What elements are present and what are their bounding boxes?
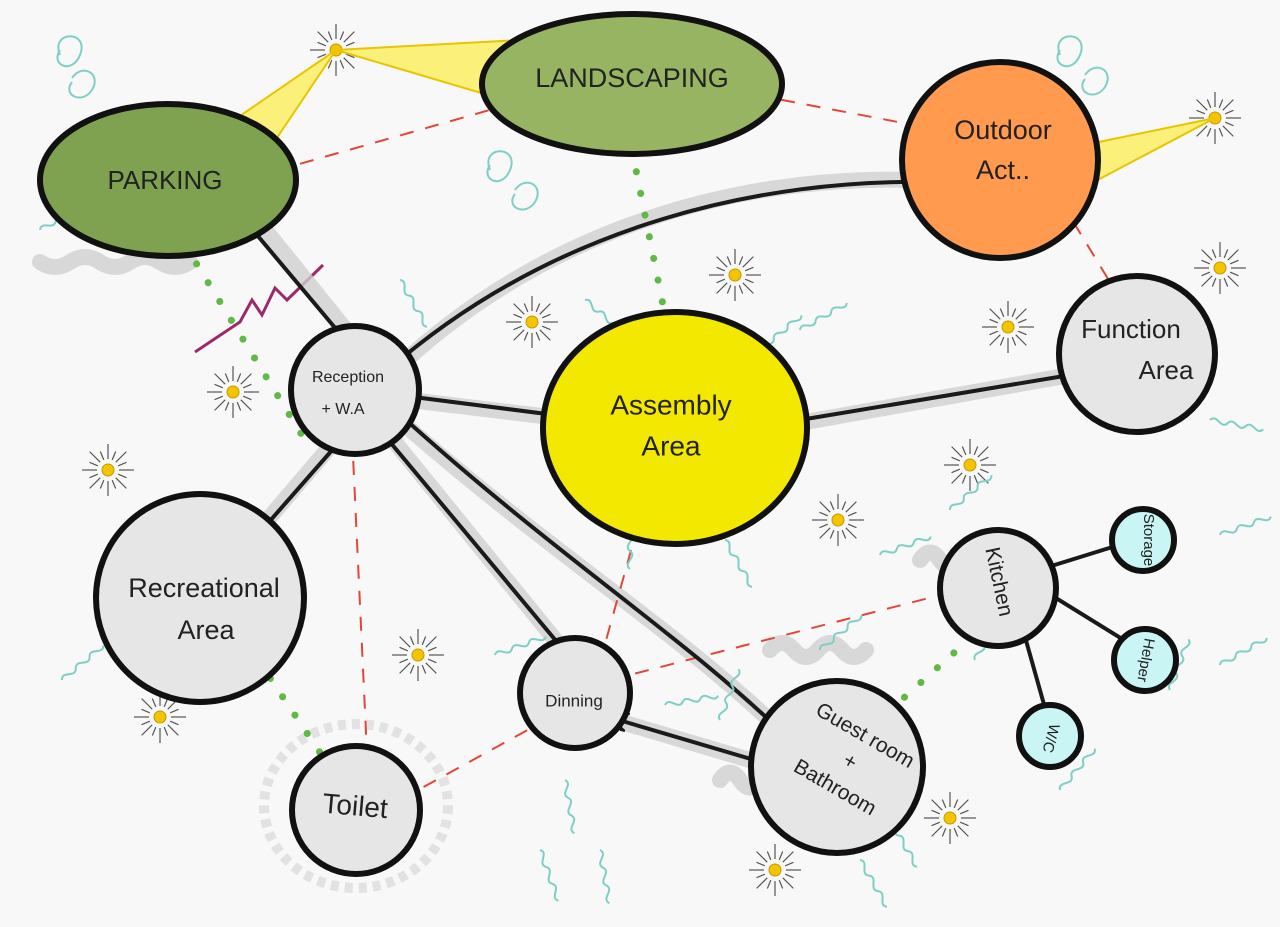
sun-icon xyxy=(812,494,864,546)
recreational-bubble xyxy=(93,491,307,705)
air-flow-squiggle xyxy=(564,779,576,835)
outdoor-label-line1: Outdoor xyxy=(954,115,1052,145)
function-label-line2: Area xyxy=(1139,355,1194,385)
node-helper[interactable]: Helper xyxy=(1111,626,1179,694)
node-dinning[interactable]: Dinning xyxy=(517,635,633,751)
sun-icon xyxy=(82,444,134,496)
outdoor-bubble xyxy=(899,59,1101,261)
parking-bubble xyxy=(37,101,299,259)
node-outdoor-activity[interactable]: Outdoor Act.. xyxy=(899,59,1101,261)
air-flow-squiggle xyxy=(879,536,932,556)
node-recreational-area[interactable]: Recreational Area xyxy=(93,491,307,705)
node-toilet[interactable]: Toilet xyxy=(289,743,423,877)
node-assembly-area[interactable]: Assembly Area xyxy=(540,309,810,547)
node-function-area[interactable]: Function Area xyxy=(1056,273,1218,435)
air-flow-squiggle xyxy=(1167,638,1191,691)
sun-icon xyxy=(982,301,1034,353)
sun-icon xyxy=(749,844,801,896)
sun-icon xyxy=(709,249,761,301)
air-flow-squiggle xyxy=(1219,637,1268,666)
assembly-bubble xyxy=(540,309,810,547)
function-bubble xyxy=(1056,273,1218,435)
landscaping-label: LANDSCAPING xyxy=(535,63,729,93)
guest-bubble xyxy=(748,678,926,856)
sun-icon xyxy=(134,691,186,743)
reception-bubble xyxy=(288,323,422,457)
air-flow-squiggle xyxy=(539,849,559,902)
air-flow-squiggle xyxy=(599,849,611,905)
air-flow-squiggle xyxy=(494,636,547,656)
air-flow-squiggle xyxy=(948,475,993,511)
node-landscaping[interactable]: LANDSCAPING xyxy=(479,11,785,157)
toilet-label: Toilet xyxy=(321,788,389,825)
dinning-label: Dinning xyxy=(545,691,603,710)
air-flow-squiggle xyxy=(818,615,863,651)
sun-icon xyxy=(207,366,259,418)
landscaping-bubble xyxy=(479,11,785,157)
reception-label-line2: + W.A xyxy=(321,401,364,418)
sun-icon xyxy=(924,792,976,844)
reception-label-line1: Reception xyxy=(312,369,384,386)
air-flow-squiggle xyxy=(1219,516,1272,536)
function-label-line1: Function xyxy=(1081,314,1181,344)
node-storage[interactable]: Storage xyxy=(1109,506,1177,574)
helper-bubble xyxy=(1111,626,1179,694)
node-guest-room[interactable]: Guest room + Bathroom xyxy=(748,678,926,856)
assembly-label-line1: Assembly xyxy=(610,389,731,420)
air-flow-squiggle xyxy=(1058,748,1096,791)
assembly-label-line2: Area xyxy=(641,430,701,461)
air-flow-squiggle xyxy=(664,694,720,706)
air-flow-squiggle xyxy=(859,859,888,908)
flow-arrows xyxy=(236,182,1142,772)
sun-icon xyxy=(944,439,996,491)
toilet-bubble xyxy=(289,743,423,877)
node-kitchen[interactable]: Kitchen xyxy=(937,527,1059,649)
parking-label: PARKING xyxy=(107,165,222,195)
recreational-label-line2: Area xyxy=(177,615,235,645)
sun-icon xyxy=(392,629,444,681)
dinning-bubble xyxy=(517,635,633,751)
outdoor-label-line2: Act.. xyxy=(976,155,1030,185)
recreational-label-line1: Recreational xyxy=(128,573,280,603)
air-flow-squiggle xyxy=(717,668,741,721)
node-wc[interactable]: W/C xyxy=(1016,702,1084,770)
wc-bubble xyxy=(1016,702,1084,770)
node-reception[interactable]: Reception + W.A xyxy=(288,323,422,457)
storage-bubble xyxy=(1109,506,1177,574)
kitchen-bubble xyxy=(937,527,1059,649)
sun-icon xyxy=(506,296,558,348)
sun-icon xyxy=(1194,242,1246,294)
air-flow-squiggle xyxy=(724,539,753,588)
air-flow-squiggle xyxy=(60,645,105,681)
air-flow-squiggle xyxy=(399,279,428,328)
node-parking[interactable]: PARKING xyxy=(37,101,299,259)
air-flow-squiggle xyxy=(1209,417,1264,432)
air-flow-squiggle xyxy=(799,302,848,331)
storage-label: Storage xyxy=(1140,514,1157,567)
